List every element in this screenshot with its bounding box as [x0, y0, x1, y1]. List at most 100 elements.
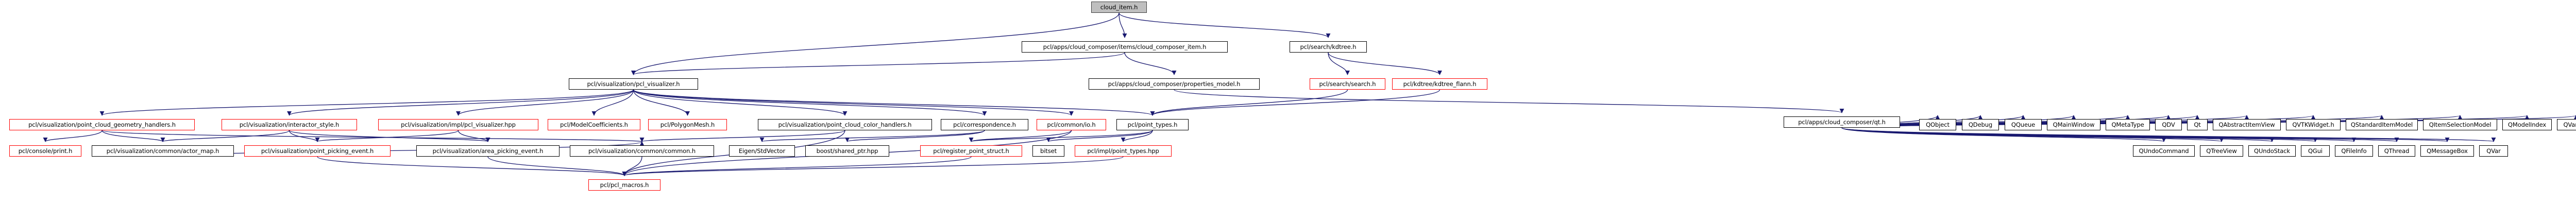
graph-node[interactable]: pcl/point_types.h [1116, 119, 1189, 130]
graph-edge [633, 89, 1074, 116]
graph-node[interactable]: pcl/visualization/point_picking_event.h [244, 145, 391, 157]
graph-node[interactable]: pcl/apps/cloud_composer/items/cloud_comp… [1022, 41, 1228, 53]
graph-edge [1150, 89, 1348, 116]
graph-edge [759, 130, 985, 142]
graph-node-label: QItemSelectionModel [2429, 121, 2492, 128]
graph-node[interactable]: Eigen/StdVector [729, 145, 795, 157]
graph-node[interactable]: pcl/PolygonMesh.h [648, 119, 727, 130]
graph-node-label: pcl/visualization/common/actor_map.h [106, 147, 219, 155]
graph-node-label: pcl/console/print.h [18, 147, 73, 155]
graph-node-label: QFileInfo [2341, 147, 2367, 155]
graph-node-label: pcl/visualization/impl/pcl_visualizer.hp… [401, 121, 516, 128]
graph-edge [633, 89, 987, 116]
graph-node[interactable]: pcl/impl/point_types.hpp [1075, 145, 1172, 157]
graph-node[interactable]: QMessageBox [2420, 145, 2474, 157]
graph-edge [633, 89, 1155, 116]
graph-node[interactable]: QTreeView [2200, 145, 2243, 157]
graph-node-label: pcl/apps/cloud_composer/items/cloud_comp… [1043, 43, 1207, 50]
graph-node[interactable]: pcl/visualization/point_cloud_geometry_h… [9, 119, 195, 130]
graph-node-label: QAbstractItemView [2218, 121, 2275, 128]
graph-node[interactable]: QMainWindow [2047, 119, 2100, 130]
graph-node-label: pcl/visualization/point_cloud_color_hand… [778, 121, 912, 128]
graph-node-label: pcl/PolygonMesh.h [660, 121, 715, 128]
graph-node-label: QMetaType [2111, 121, 2144, 128]
graph-node[interactable]: pcl/apps/cloud_composer/qt.h [1784, 116, 1900, 128]
graph-node-label: pcl/visualization/common/common.h [588, 147, 696, 155]
graph-node[interactable]: Qt [2187, 119, 2208, 130]
graph-node[interactable]: QModelIndex [2502, 119, 2552, 130]
graph-node-label: pcl/search/kdtree.h [1300, 43, 1357, 50]
graph-edge [622, 156, 1124, 176]
graph-edge [315, 130, 459, 142]
graph-node-label: pcl/visualization/interactor_style.h [239, 121, 340, 128]
graph-node[interactable]: QQueue [2005, 119, 2042, 130]
graph-node[interactable]: pcl/visualization/interactor_style.h [222, 119, 357, 130]
graph-node-label: QDebug [1968, 121, 1993, 128]
graph-node-label: pcl/apps/cloud_composer/properties_model… [1108, 80, 1241, 88]
graph-node[interactable]: QUndoStack [2248, 145, 2296, 157]
graph-node[interactable]: QFileInfo [2335, 145, 2373, 157]
graph-node[interactable]: pcl/apps/cloud_composer/properties_model… [1089, 78, 1260, 90]
graph-node[interactable]: QDV [2155, 119, 2182, 130]
graph-node[interactable]: QDebug [1962, 119, 1999, 130]
graph-node-label: QQueue [2011, 121, 2036, 128]
graph-node[interactable]: pcl/common/io.h [1037, 119, 1106, 130]
graph-node[interactable]: bitset [1032, 145, 1064, 157]
graph-node-label: pcl/visualization/point_cloud_geometry_h… [28, 121, 176, 128]
graph-node-label: QUndoStack [2254, 147, 2290, 155]
graph-node[interactable]: QVTKWidget.h [2286, 119, 2341, 130]
graph-node[interactable]: pcl/visualization/common/common.h [570, 145, 714, 157]
graph-edge [289, 130, 490, 142]
graph-node-label: pcl/register_point_struct.h [933, 147, 1009, 155]
graph-edge [99, 89, 634, 116]
graph-edge [639, 130, 845, 142]
graph-node[interactable]: pcl/search/kdtree.h [1290, 41, 1367, 53]
graph-node[interactable]: QThread [2378, 145, 2415, 157]
graph-node[interactable]: QVar [2479, 145, 2508, 157]
graph-node-label: cloud_item.h [1100, 4, 1138, 11]
graph-node[interactable]: QObject [1919, 119, 1956, 130]
graph-node[interactable]: cloud_item.h [1091, 2, 1147, 13]
graph-node[interactable]: QMetaType [2106, 119, 2150, 130]
graph-node[interactable]: pcl/kdtree/kdtree_flann.h [1392, 78, 1487, 90]
graph-node[interactable]: pcl/visualization/pcl_visualizer.h [569, 78, 698, 90]
graph-node[interactable]: pcl/correspondence.h [941, 119, 1028, 130]
graph-node-label: pcl/ModelCoefficients.h [560, 121, 628, 128]
graph-node-label: Qt [2194, 121, 2201, 128]
graph-node[interactable]: QGui [2301, 145, 2330, 157]
graph-node[interactable]: boost/shared_ptr.hpp [805, 145, 889, 157]
graph-node-label: boost/shared_ptr.hpp [816, 147, 878, 155]
graph-edge [101, 130, 644, 142]
graph-node[interactable]: QUndoCommand [2133, 145, 2195, 157]
graph-node[interactable]: pcl/pcl_macros.h [588, 179, 660, 191]
graph-node-label: QVTKWidget.h [2292, 121, 2334, 128]
graph-node-label: pcl/apps/cloud_composer/qt.h [1798, 119, 1886, 126]
graph-node-label: QGui [2308, 147, 2323, 155]
graph-node[interactable]: pcl/visualization/point_cloud_color_hand… [758, 119, 932, 130]
graph-edge [160, 130, 290, 142]
graph-node[interactable]: pcl/search/search.h [1310, 78, 1385, 90]
graph-node[interactable]: QStandardItemModel [2346, 119, 2418, 130]
graph-edge [633, 89, 848, 116]
graph-node-label: QVar [2486, 147, 2501, 155]
graph-edge [1121, 130, 1153, 142]
graph-edge [631, 52, 1125, 75]
graph-node[interactable]: QVariant [2557, 119, 2576, 130]
graph-node[interactable]: QAbstractItemView [2213, 119, 2281, 130]
graph-node[interactable]: pcl/register_point_struct.h [920, 145, 1022, 157]
graph-node[interactable]: pcl/visualization/impl/pcl_visualizer.hp… [378, 119, 538, 130]
graph-node[interactable]: pcl/ModelCoefficients.h [548, 119, 640, 130]
graph-node-label: QModelIndex [2507, 121, 2547, 128]
graph-node-label: QUndoCommand [2139, 147, 2189, 155]
graph-edge [101, 130, 165, 142]
graph-edge [1841, 115, 2249, 128]
graph-edge [591, 89, 634, 116]
graph-node[interactable]: QItemSelectionModel [2423, 119, 2497, 130]
graph-node-label: pcl/impl/point_types.hpp [1087, 147, 1159, 155]
graph-node-label: pcl/search/search.h [1319, 80, 1376, 88]
graph-node[interactable]: pcl/console/print.h [9, 145, 81, 157]
graph-node[interactable]: pcl/visualization/area_picking_event.h [416, 145, 560, 157]
graph-node-label: QMessageBox [2427, 147, 2468, 155]
graph-node[interactable]: pcl/visualization/common/actor_map.h [92, 145, 234, 157]
